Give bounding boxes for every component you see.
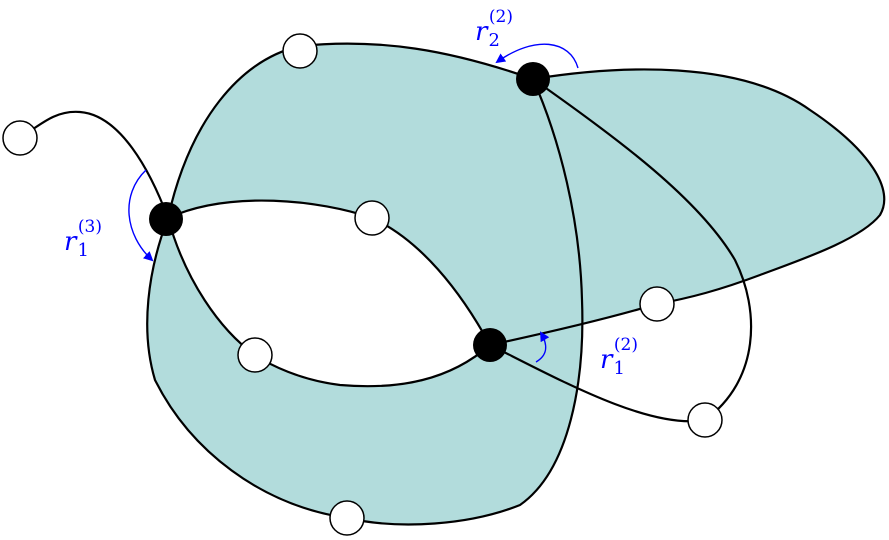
face-right-wing bbox=[490, 69, 885, 345]
label-r1-2: r1(2) bbox=[600, 335, 638, 379]
white-vertices bbox=[2, 33, 723, 536]
white-vertex bbox=[354, 200, 390, 236]
edge-pendant-left bbox=[19, 110, 170, 219]
white-vertex bbox=[282, 33, 318, 69]
edge-lens-bottom bbox=[166, 217, 491, 388]
white-vertex bbox=[2, 120, 38, 156]
rotation-arrow-r1-3 bbox=[128, 169, 154, 262]
label-r2-2: r2(2) bbox=[475, 7, 513, 51]
white-vertex bbox=[329, 500, 365, 536]
edge-outer-bottom bbox=[146, 78, 584, 526]
face-left-ring bbox=[147, 43, 583, 525]
edge-loop-right bbox=[489, 78, 753, 423]
rotation-annotations: r2(2) r1(3) r1(2) bbox=[64, 7, 638, 379]
label-r1-3: r1(3) bbox=[64, 217, 102, 261]
black-vertices bbox=[149, 62, 550, 362]
shaded-faces bbox=[147, 43, 885, 525]
white-vertex bbox=[237, 337, 273, 373]
edges bbox=[19, 42, 886, 526]
edge-wing-top bbox=[489, 68, 886, 347]
white-vertex bbox=[687, 402, 723, 438]
rotation-arrow-r2-2 bbox=[495, 43, 579, 69]
black-vertex-v1 bbox=[149, 202, 183, 236]
black-vertex-v3 bbox=[473, 328, 507, 362]
black-vertex-v2 bbox=[516, 62, 550, 96]
white-vertex bbox=[639, 286, 675, 322]
rotation-arrow-r1-2 bbox=[535, 331, 550, 363]
